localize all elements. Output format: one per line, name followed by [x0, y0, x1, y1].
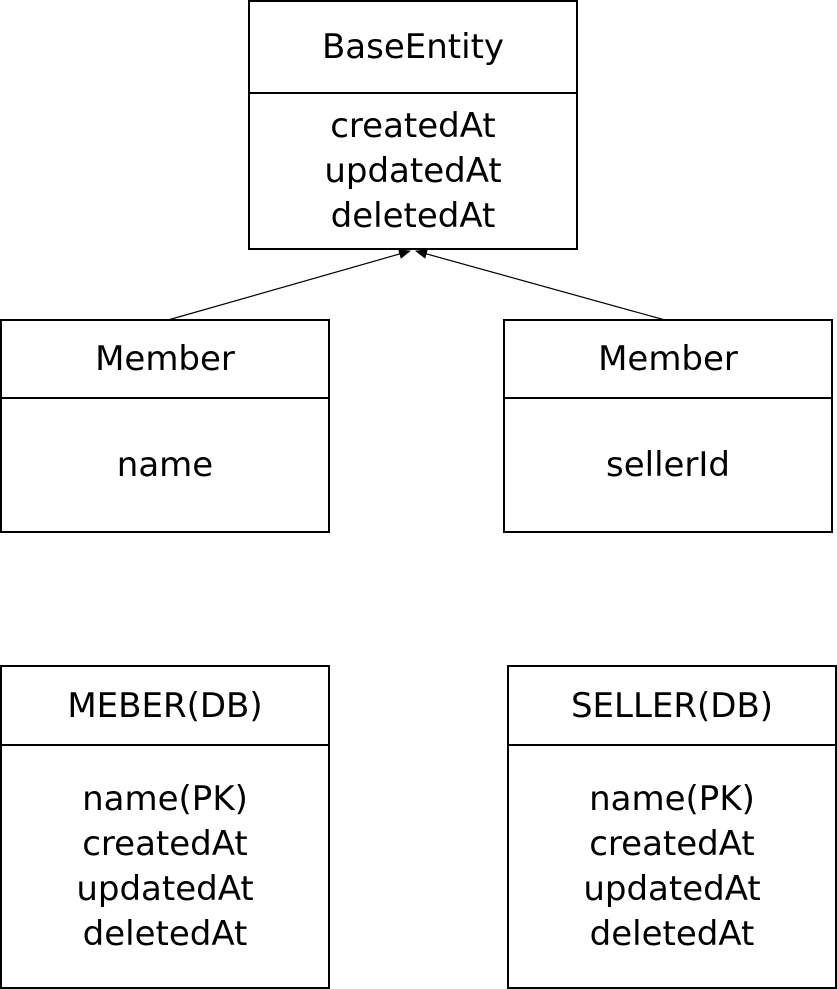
- seller-entity-box: Member sellerId: [503, 319, 833, 533]
- base-entity-fields: createdAt updatedAt deletedAt: [250, 94, 576, 248]
- member-table-column: deletedAt: [82, 913, 248, 954]
- seller-to-base-arrow: [415, 249, 666, 321]
- base-entity-title: BaseEntity: [250, 2, 576, 94]
- member-table-column: name(PK): [82, 778, 248, 819]
- seller-entity-title: Member: [505, 321, 831, 399]
- seller-table-columns: name(PK) createdAt updatedAt deletedAt: [509, 746, 835, 987]
- seller-table-title: SELLER(DB): [509, 667, 835, 746]
- seller-table-column: deletedAt: [589, 913, 755, 954]
- member-table-title: MEBER(DB): [2, 667, 328, 746]
- member-to-base-arrow: [167, 249, 411, 321]
- seller-table-column: updatedAt: [583, 868, 761, 909]
- base-entity-field: deletedAt: [330, 195, 496, 236]
- member-entity-title: Member: [2, 321, 328, 399]
- member-entity-field: name: [116, 444, 214, 485]
- member-table-column: updatedAt: [76, 868, 254, 909]
- base-entity-box: BaseEntity createdAt updatedAt deletedAt: [248, 0, 578, 250]
- seller-table-column: createdAt: [589, 823, 755, 864]
- base-entity-field: updatedAt: [324, 150, 502, 191]
- member-entity-box: Member name: [0, 319, 330, 533]
- seller-table-box: SELLER(DB) name(PK) createdAt updatedAt …: [507, 665, 837, 989]
- member-entity-fields: name: [2, 399, 328, 531]
- seller-entity-fields: sellerId: [505, 399, 831, 531]
- member-table-box: MEBER(DB) name(PK) createdAt updatedAt d…: [0, 665, 330, 989]
- member-table-columns: name(PK) createdAt updatedAt deletedAt: [2, 746, 328, 987]
- seller-table-column: name(PK): [589, 778, 755, 819]
- seller-entity-field: sellerId: [605, 444, 731, 485]
- base-entity-field: createdAt: [330, 105, 496, 146]
- member-table-column: createdAt: [82, 823, 248, 864]
